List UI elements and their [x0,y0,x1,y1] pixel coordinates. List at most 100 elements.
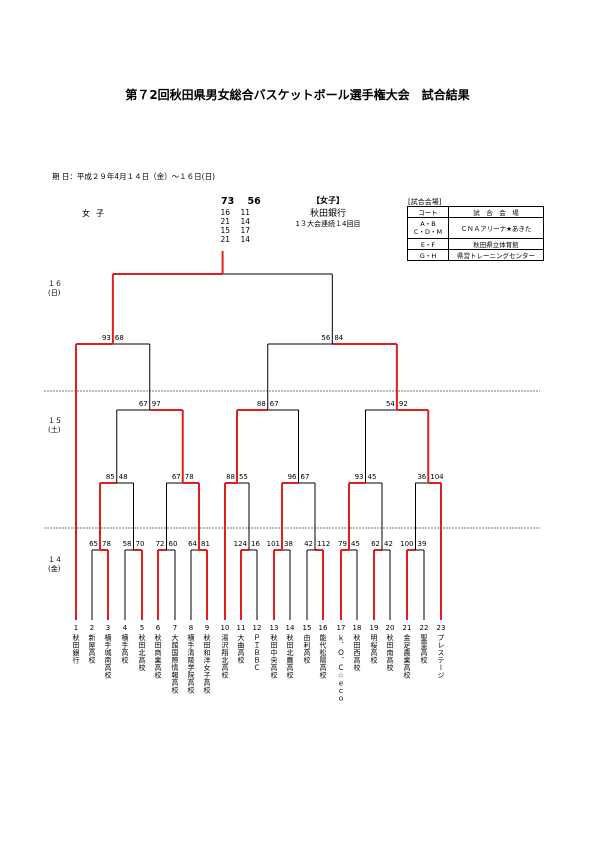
team-number: 1 [73,624,79,632]
team-number: 11 [236,624,246,632]
set-score: 21 [220,217,230,226]
round-label-day16: １６ (日) [48,280,62,297]
team-name: 明桜高校 [370,634,378,664]
team-number: 12 [252,624,262,632]
qf-match-score-left: 88 [256,400,266,408]
team-number: 18 [352,624,362,632]
champion-name: 秋田銀行 [309,209,346,219]
team-number: 15 [302,624,312,632]
team-entry: 23 プレステージ [435,624,447,679]
r1-match-score-left: 65 [89,540,98,548]
r1-match-score-left: 100 [400,540,414,548]
team-entry: 11 大曲高校 [235,624,247,664]
sf-match-score-right: 84 [334,334,344,342]
team-name: 金足農業高校 [403,634,411,679]
team-entry: 18 秋田西高校 [351,624,363,672]
venue-place: 県営トレーニングセンター [448,249,544,261]
team-number: 16 [318,624,328,632]
page-title: 第７2回秋田県男女総合バスケットボール選手権大会 試合結果 [125,88,470,102]
set-score: 15 [220,226,230,235]
set-score: 21 [220,235,230,244]
team-entry: 7 大館国際情報高校 [169,624,181,694]
qf-match-score-left: 54 [385,400,395,408]
team-name: 秋田南高校 [386,634,394,672]
team-number: 19 [369,624,379,632]
qf-match-score-right: 92 [398,400,408,408]
team-name: 横手高校 [121,634,129,664]
team-name: 能代松陽高校 [319,634,327,679]
r2-match-score-left: 67 [171,473,181,481]
r2-match-score-left: 88 [226,473,235,481]
set-score: 14 [240,217,250,226]
team-name: 大館国際情報高校 [171,634,179,694]
team-number: 17 [336,624,346,632]
r1-match-score-right: 39 [417,540,427,548]
team-name: 秋田西高校 [353,634,361,672]
team-number: 6 [155,624,161,632]
team-name: 秋田北鷹高校 [286,634,294,679]
r1-match-score-left: 101 [266,540,280,548]
venue-row: G・H 県営トレーニングセンター [407,249,544,261]
r2-match-score-right: 55 [239,473,248,481]
r1-match-score-right: 60 [168,540,178,548]
team-name: 横手清陵学院高校 [187,634,195,694]
team-number: 3 [105,624,111,632]
qf-match-score-right: 67 [269,400,279,408]
r1-match-score-left: 58 [122,540,132,548]
team-number: 23 [436,624,446,632]
r1-match-score-left: 72 [155,540,165,548]
final-sets-left: 16 21 15 21 [212,208,230,244]
r2-match-score-right: 67 [300,473,310,481]
team-name: 秋田銀行 [72,634,80,664]
final-score: 73 56 [221,196,261,207]
team-name: 新屋高校 [88,634,96,664]
team-entry: 19 明桜高校 [368,624,380,664]
r1-match-score-right: 78 [102,540,111,548]
sf-match-score-right: 68 [114,334,124,342]
team-number: 9 [204,624,210,632]
team-name: プレステージ [437,634,445,679]
venue-table: コート 試 合 会 場 A・B C・D・M ＣＮＡアリーナ★あきた E・F 秋田… [407,206,544,261]
team-name: ＰＩＢＢＣ [253,634,261,672]
r1-match-score-left: 64 [188,540,197,548]
team-name: 聖霊高校 [420,634,428,664]
round-label-day14: １４ (金) [48,556,62,573]
r1-match-score-right: 45 [351,540,360,548]
team-number: 5 [139,624,145,632]
r2-match-score-right: 45 [367,473,377,481]
r1-match-score-right: 70 [135,540,145,548]
round-label-day15: １５ (土) [48,417,62,434]
r1-match-score-left: 124 [233,540,247,548]
team-name: 大曲高校 [237,634,245,664]
set-score: 14 [240,235,250,244]
r2-match-score-right: 78 [184,473,194,481]
r2-match-score-left: 36 [417,473,427,481]
team-name: 秋田和洋女子高校 [203,634,211,694]
venue-court: A・B C・D・M [407,217,449,239]
r2-match-score-left: 96 [287,473,297,481]
sf-match-score-left: 56 [321,334,331,342]
team-entry: 16 能代松陽高校 [317,624,329,679]
r1-match-score-left: 79 [338,540,347,548]
team-number: 7 [172,624,178,632]
r1-match-score-right: 112 [317,540,331,548]
team-name: 横手城南高校 [104,634,112,679]
team-entry: 3 横手城南高校 [102,624,114,679]
r2-match-score-left: 85 [105,473,115,481]
team-number: 13 [269,624,279,632]
set-score: 16 [220,208,230,217]
team-entry: 9 秋田和洋女子高校 [201,624,213,694]
